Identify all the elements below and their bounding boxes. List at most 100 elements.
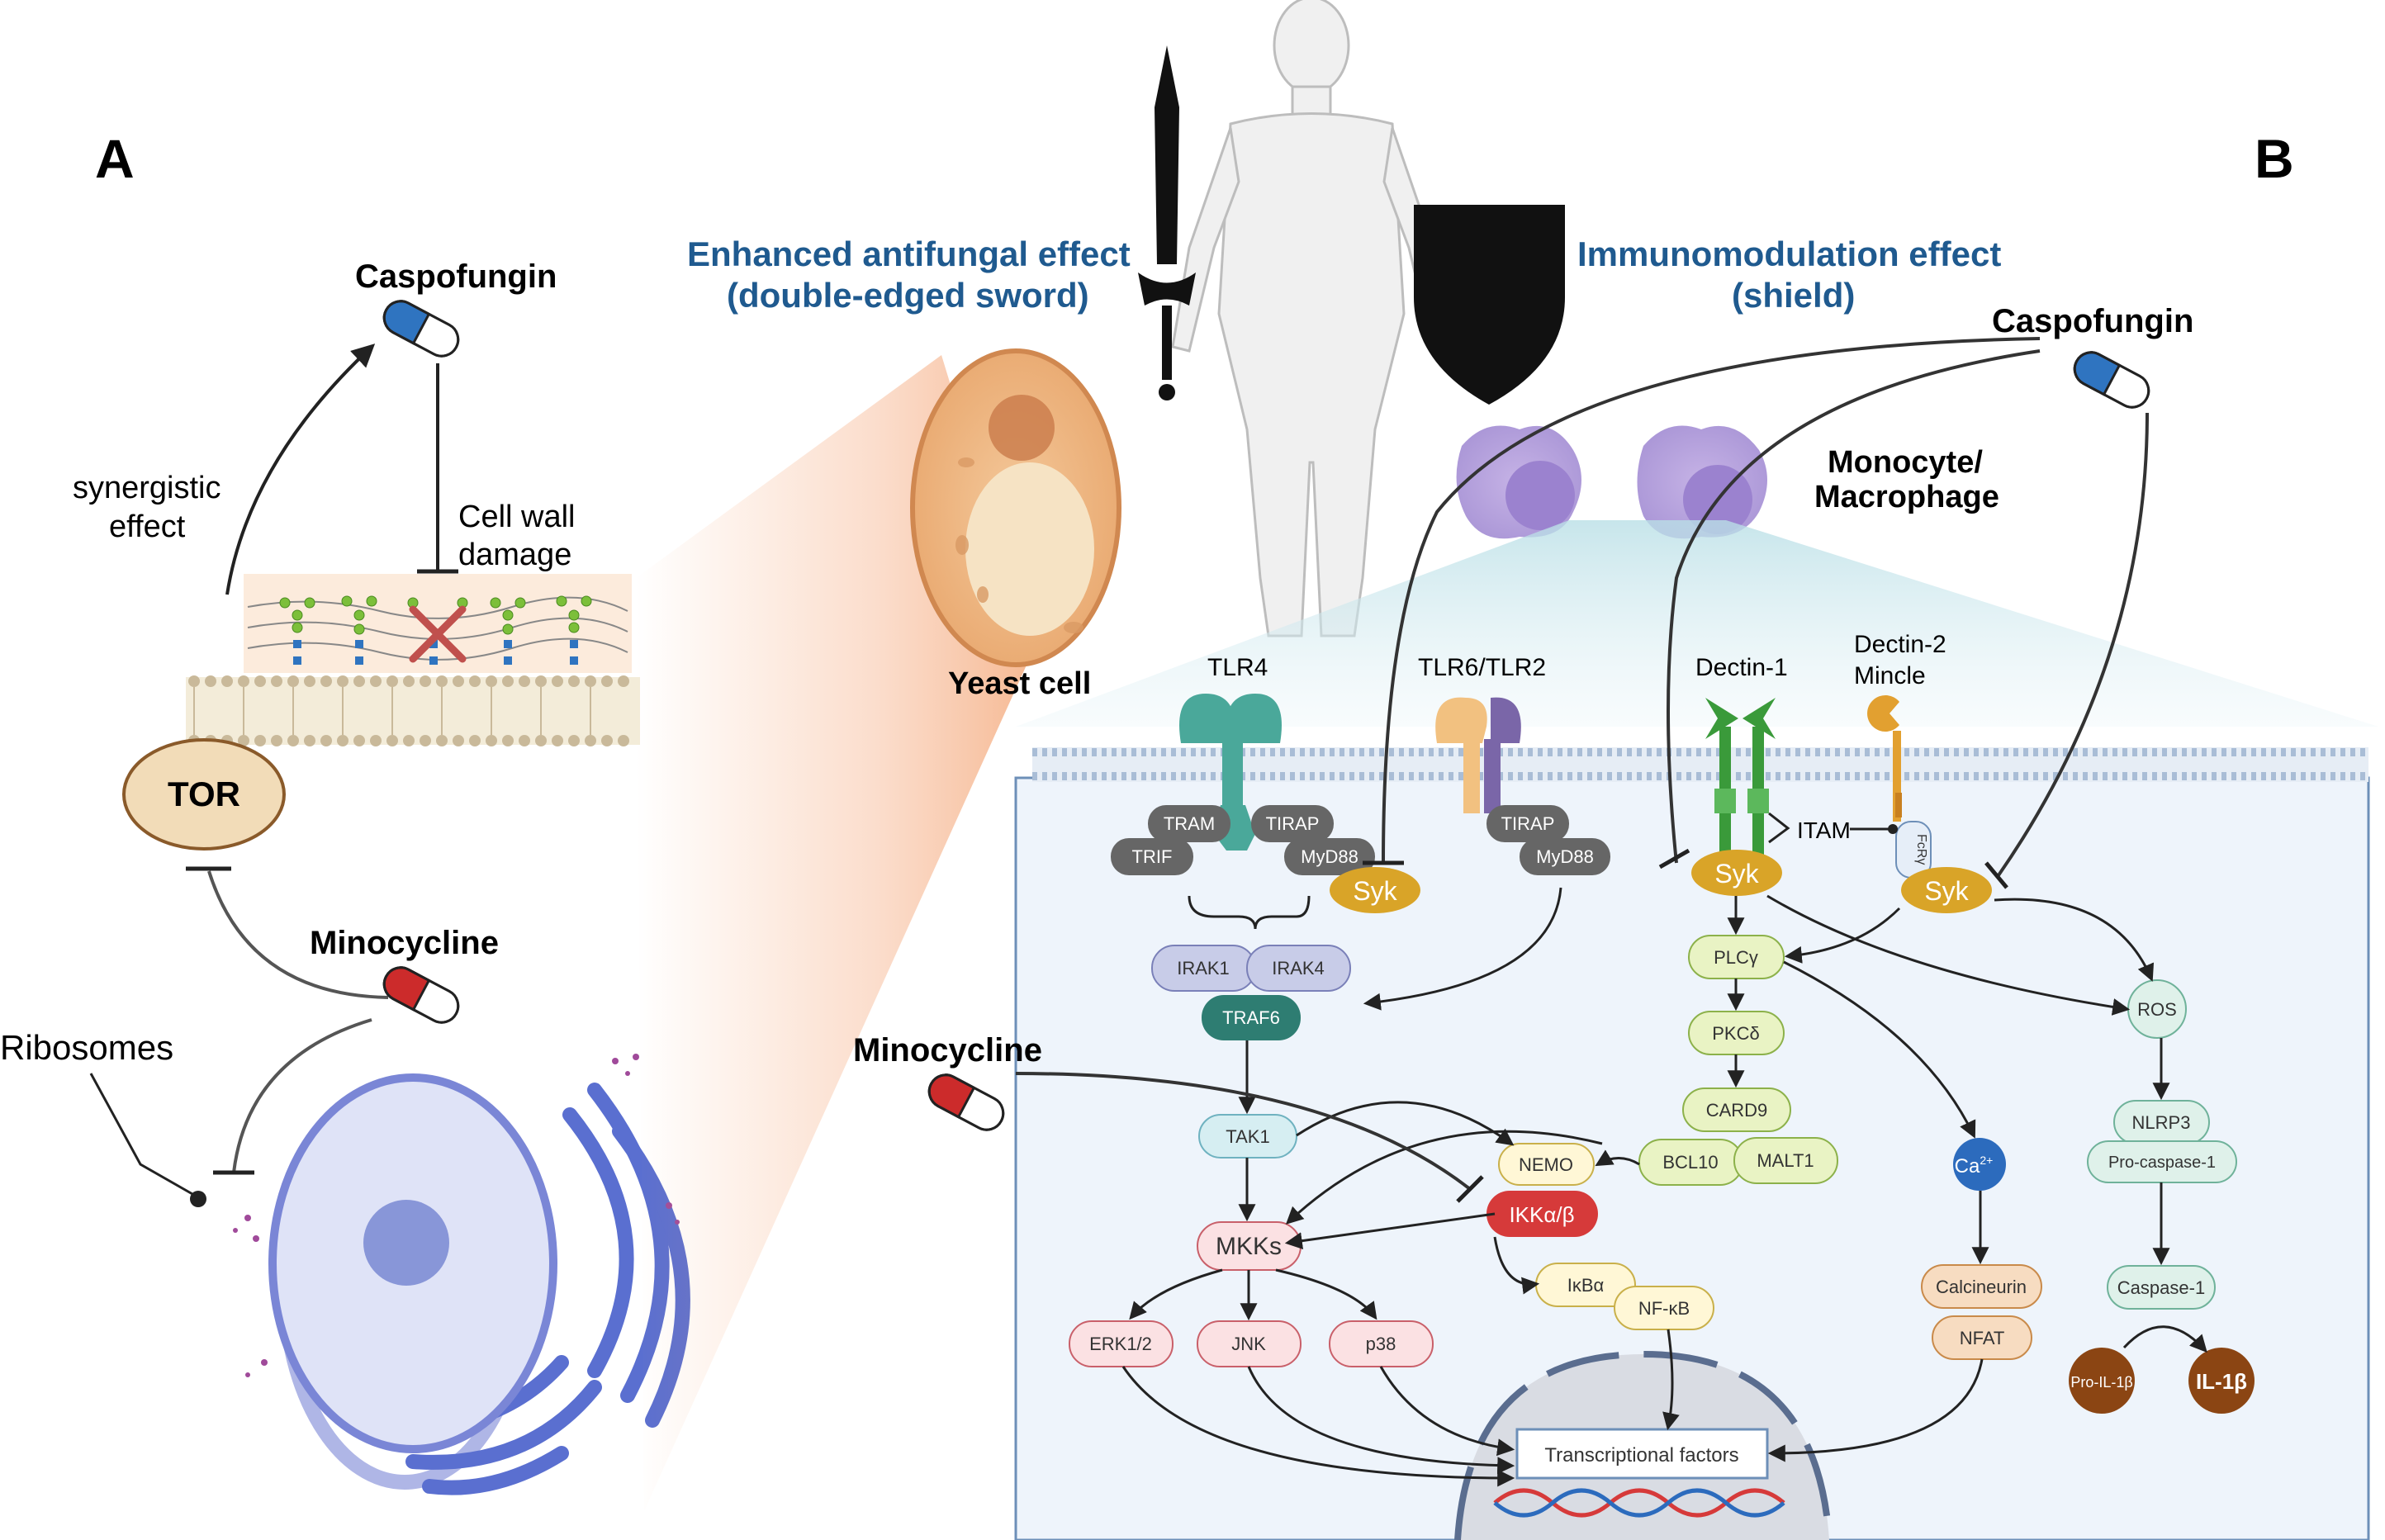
panel-a: A Caspofungin synergistic effect Cell wa… <box>0 128 690 1495</box>
tor-ellipse <box>122 738 286 851</box>
svg-text:Pro-IL-1β: Pro-IL-1β <box>2070 1374 2132 1391</box>
ribosomes-pointer <box>89 1073 199 1199</box>
caspofungin-pill-b <box>2073 351 2150 409</box>
minocycline-label-a: Minocycline <box>310 925 499 961</box>
casp1-pill: Caspase-1 <box>2107 1265 2216 1310</box>
nfat-pill: NFAT <box>1932 1315 2032 1360</box>
minocycline-pill-a <box>382 966 460 1024</box>
svg-text:Syk: Syk <box>1714 859 1759 888</box>
irak1-pill: IRAK1 <box>1151 945 1256 992</box>
dectin2-label-1: Dectin-2 <box>1854 631 1946 658</box>
minocycline-label-b: Minocycline <box>853 1032 1042 1069</box>
svg-text:p38: p38 <box>1366 1334 1396 1354</box>
panel-a-letter: A <box>95 128 135 189</box>
svg-text:Ca2+: Ca2+ <box>1955 1154 1994 1178</box>
irak4-pill: IRAK4 <box>1246 945 1351 992</box>
yeast-cell <box>910 348 1121 667</box>
tor-label: TOR <box>168 775 240 813</box>
tirap1-pill: TIRAP <box>1251 805 1334 842</box>
caspofungin-pill-a <box>382 300 460 358</box>
tlr6-label: TLR6/TLR2 <box>1418 654 1546 681</box>
syk-2-pill: Syk <box>1691 850 1782 896</box>
malt1-pill: MALT1 <box>1733 1137 1838 1184</box>
dectin1-label: Dectin-1 <box>1695 654 1788 681</box>
syk-3-pill: Syk <box>1901 867 1992 913</box>
erk-pill: ERK1/2 <box>1069 1320 1174 1367</box>
svg-text:Syk: Syk <box>1353 876 1397 906</box>
svg-text:TIRAP: TIRAP <box>1266 813 1320 834</box>
svg-text:IRAK1: IRAK1 <box>1177 958 1230 978</box>
svg-text:NFAT: NFAT <box>1960 1328 2005 1348</box>
ribosome-inhibition-line <box>232 1018 372 1173</box>
svg-text:NF-κB: NF-κB <box>1638 1298 1690 1319</box>
card9-pill: CARD9 <box>1682 1087 1791 1132</box>
svg-text:IRAK4: IRAK4 <box>1272 958 1325 978</box>
title-right-1: Immunomodulation effect <box>1577 235 2001 273</box>
nemo-pill: NEMO <box>1498 1143 1595 1186</box>
yeast-beam <box>636 355 1032 1511</box>
membrane-a <box>186 675 640 746</box>
dectin2-receptor: FcRγ <box>1867 695 1932 879</box>
tf-box: Transcriptional factors <box>1515 1428 1769 1480</box>
svg-text:Calcineurin: Calcineurin <box>1936 1277 2027 1297</box>
bcl10-pill: BCL10 <box>1638 1139 1743 1186</box>
traf6-pill: TRAF6 <box>1202 995 1301 1040</box>
svg-text:BCL10: BCL10 <box>1662 1152 1718 1173</box>
svg-text:JNK: JNK <box>1231 1334 1266 1354</box>
panel-b-letter: B <box>2255 128 2294 189</box>
synergistic-arrow <box>225 344 376 595</box>
dectin2-label-2: Mincle <box>1854 662 1926 689</box>
svg-text:Transcriptional factors: Transcriptional factors <box>1544 1444 1738 1467</box>
title-left-1: Enhanced antifungal effect <box>687 235 1131 273</box>
cellwall-label-1: Cell wall <box>458 500 575 534</box>
svg-text:MKKs: MKKs <box>1216 1233 1282 1260</box>
title-left-2: (double-edged sword) <box>727 276 1089 315</box>
ikk-pill: IKKα/β <box>1486 1191 1598 1237</box>
svg-text:MyD88: MyD88 <box>1301 846 1358 867</box>
svg-text:TRAF6: TRAF6 <box>1222 1007 1280 1028</box>
caspofungin-label-b: Caspofungin <box>1992 303 2193 339</box>
cellwall-label-2: damage <box>458 538 571 572</box>
syk-1-pill: Syk <box>1330 867 1420 913</box>
itam-bracket <box>1768 812 1790 844</box>
fcry-label: FcRγ <box>1914 834 1928 865</box>
nlrp3-pill: NLRP3 <box>2113 1100 2210 1144</box>
membrane-b <box>1032 747 2368 782</box>
myd88-2-pill: MyD88 <box>1520 838 1610 875</box>
svg-text:TRIF: TRIF <box>1132 846 1173 867</box>
il1b-node: IL-1β <box>2188 1348 2255 1414</box>
svg-text:PKCδ: PKCδ <box>1712 1023 1759 1044</box>
mkks-pill: MKKs <box>1197 1221 1302 1271</box>
p38-pill: p38 <box>1329 1320 1434 1367</box>
dectin1-receptor <box>1705 698 1776 859</box>
monocyte-label-1: Monocyte/ <box>1828 445 1983 480</box>
svg-text:ROS: ROS <box>2137 999 2177 1020</box>
shield-icon <box>1414 205 1565 405</box>
center-section: Yeast cell Enhanced antifungal effect (d… <box>636 0 2378 1511</box>
cell-nucleus-er <box>233 1054 690 1495</box>
procasp-pill: Pro-caspase-1 <box>2087 1140 2237 1183</box>
svg-text:TAK1: TAK1 <box>1226 1126 1269 1147</box>
svg-text:IκBα: IκBα <box>1567 1275 1605 1296</box>
svg-text:CARD9: CARD9 <box>1706 1100 1768 1121</box>
myd88-1-pill: MyD88 <box>1284 838 1375 875</box>
itam-label: ITAM <box>1797 817 1851 843</box>
ca-node: Ca2+ <box>1953 1138 2006 1191</box>
svg-text:NEMO: NEMO <box>1519 1154 1573 1175</box>
yeast-label: Yeast cell <box>948 666 1091 701</box>
svg-text:Syk: Syk <box>1924 876 1969 906</box>
svg-text:Caspase-1: Caspase-1 <box>2117 1277 2205 1298</box>
tlr4-label: TLR4 <box>1207 654 1268 681</box>
svg-text:NLRP3: NLRP3 <box>2132 1112 2191 1133</box>
svg-text:ERK1/2: ERK1/2 <box>1089 1334 1152 1354</box>
glucan-chains <box>279 595 592 635</box>
jnk-pill: JNK <box>1197 1320 1302 1367</box>
tlr6-tlr2-receptor <box>1435 697 1521 813</box>
svg-text:MALT1: MALT1 <box>1757 1150 1814 1171</box>
svg-text:Pro-caspase-1: Pro-caspase-1 <box>2108 1154 2216 1172</box>
caspofungin-label-a: Caspofungin <box>355 258 557 295</box>
tak1-pill: TAK1 <box>1198 1114 1297 1159</box>
svg-text:PLCγ: PLCγ <box>1714 947 1758 968</box>
trif-pill: TRIF <box>1111 838 1193 875</box>
